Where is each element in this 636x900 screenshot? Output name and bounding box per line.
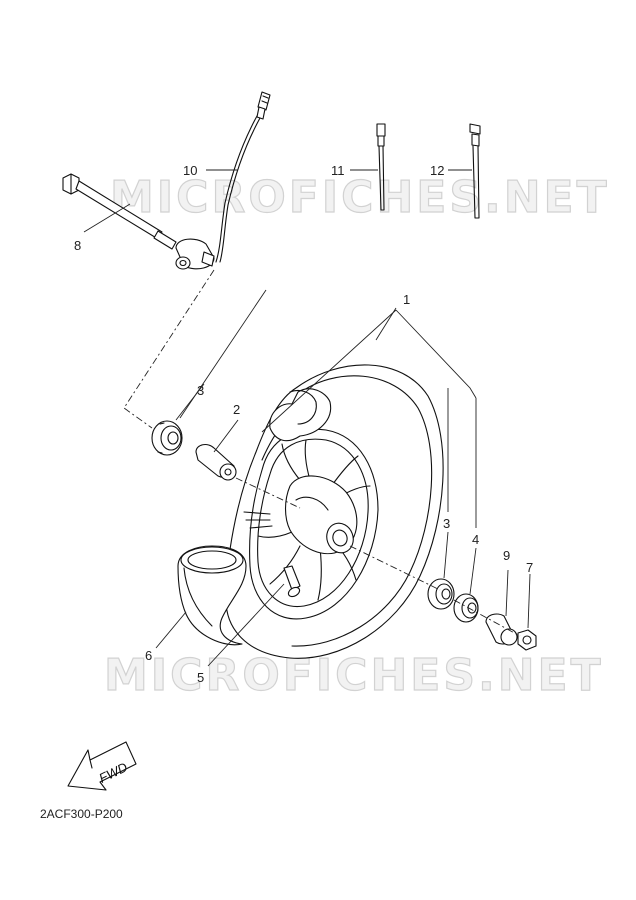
part-speedometer-cable[interactable] xyxy=(175,91,271,270)
part-axle[interactable] xyxy=(62,173,177,250)
callout-7[interactable]: 7 xyxy=(526,560,533,575)
callout-3-left[interactable]: 3 xyxy=(197,383,204,398)
part-collar[interactable] xyxy=(195,443,237,481)
axle-centerline-main xyxy=(235,477,521,637)
callout-11[interactable]: 11 xyxy=(331,163,345,178)
part-bearing-right[interactable] xyxy=(427,578,455,610)
part-tire[interactable] xyxy=(177,388,332,646)
forward-arrow-icon: FWD xyxy=(67,741,137,791)
callout-9[interactable]: 9 xyxy=(503,548,510,563)
leader-lines xyxy=(83,169,531,667)
watermark-bottom: MICROFICHES.NET xyxy=(104,650,604,701)
part-front-wheel[interactable] xyxy=(225,364,444,659)
callout-1[interactable]: 1 xyxy=(403,292,410,307)
part-spacer[interactable] xyxy=(485,613,518,646)
callout-6[interactable]: 6 xyxy=(145,648,152,663)
diagram-code: 2ACF300-P200 xyxy=(40,807,123,821)
callout-8[interactable]: 8 xyxy=(74,238,81,253)
callout-12[interactable]: 12 xyxy=(430,163,444,178)
callout-3-right[interactable]: 3 xyxy=(443,516,450,531)
part-valve[interactable] xyxy=(283,565,301,598)
part-nut[interactable] xyxy=(517,629,537,651)
callout-10[interactable]: 10 xyxy=(183,163,197,178)
callout-4[interactable]: 4 xyxy=(472,532,479,547)
watermark-top: MICROFICHES.NET xyxy=(110,172,610,223)
part-cable-tie-small[interactable] xyxy=(376,123,386,211)
axle-centerline xyxy=(123,269,215,429)
part-bearing-left[interactable] xyxy=(151,420,183,456)
callout-5[interactable]: 5 xyxy=(197,670,204,685)
callout-2[interactable]: 2 xyxy=(233,402,240,417)
part-cable-tie-long[interactable] xyxy=(469,123,481,219)
part-oil-seal[interactable] xyxy=(453,593,479,623)
